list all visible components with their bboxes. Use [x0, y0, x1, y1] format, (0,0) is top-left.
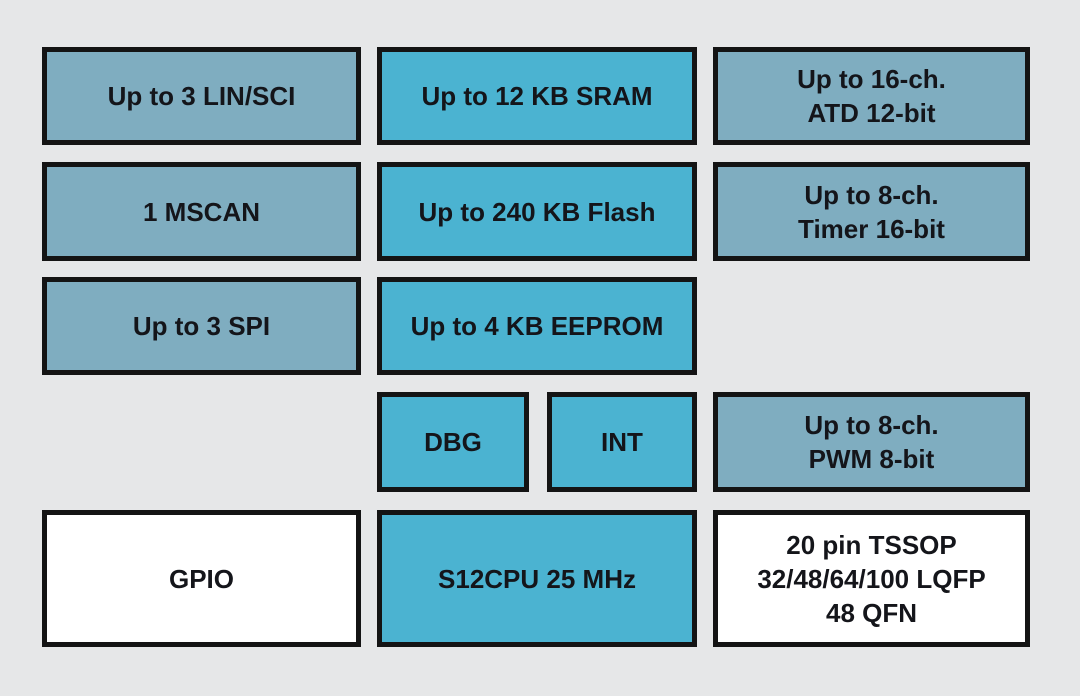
block-dbg: DBG	[377, 392, 529, 492]
block-atd: Up to 16-ch. ATD 12-bit	[713, 47, 1030, 145]
block-eeprom: Up to 4 KB EEPROM	[377, 277, 697, 375]
block-mscan-label: 1 MSCAN	[142, 196, 260, 227]
block-package-options-label: 20 pin TSSOP 32/48/64/100 LQFP 48 QFN	[757, 529, 986, 628]
block-dbg-label: DBG	[424, 427, 482, 457]
block-pwm: Up to 8-ch. PWM 8-bit	[713, 392, 1030, 492]
block-spi-label: Up to 3 SPI	[132, 311, 271, 341]
block-gpio: GPIO	[42, 510, 361, 647]
block-package-options: 20 pin TSSOP 32/48/64/100 LQFP 48 QFN	[713, 510, 1030, 647]
block-cpu: S12CPU 25 MHz	[377, 510, 697, 647]
block-eeprom-label: Up to 4 KB EEPROM	[410, 311, 664, 341]
block-flash-label: Up to 240 KB Flash	[418, 196, 656, 227]
block-atd-label: Up to 16-ch. ATD 12-bit	[797, 64, 946, 128]
block-mscan: 1 MSCAN	[42, 162, 361, 261]
block-pwm-label: Up to 8-ch. PWM 8-bit	[804, 410, 939, 474]
block-lin-sci: Up to 3 LIN/SCI	[42, 47, 361, 145]
block-int: INT	[547, 392, 697, 492]
block-sram-label: Up to 12 KB SRAM	[421, 81, 653, 111]
block-timer-label: Up to 8-ch. Timer 16-bit	[798, 179, 945, 244]
block-timer: Up to 8-ch. Timer 16-bit	[713, 162, 1030, 261]
block-lin-sci-label: Up to 3 LIN/SCI	[107, 81, 296, 111]
block-cpu-label: S12CPU 25 MHz	[438, 563, 636, 594]
block-gpio-label: GPIO	[168, 563, 234, 594]
block-spi: Up to 3 SPI	[42, 277, 361, 375]
block-int-label: INT	[601, 427, 643, 457]
block-sram: Up to 12 KB SRAM	[377, 47, 697, 145]
block-flash: Up to 240 KB Flash	[377, 162, 697, 261]
